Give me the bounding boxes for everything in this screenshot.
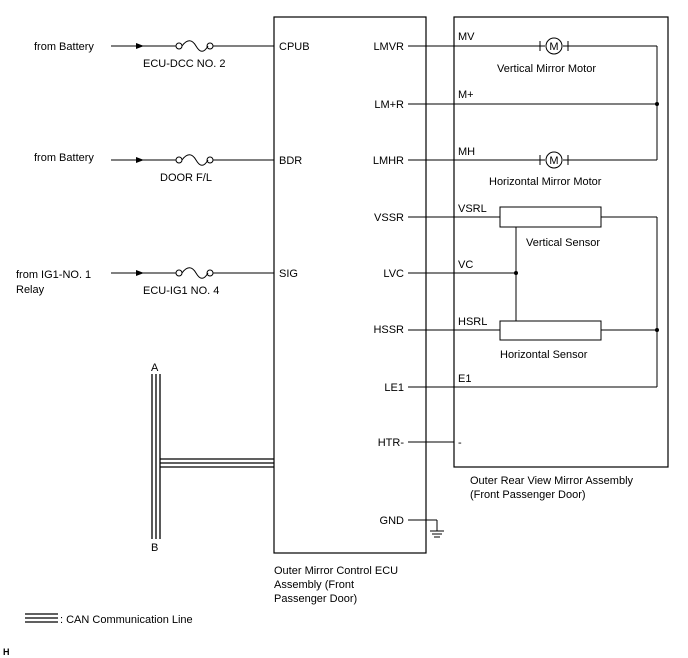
fuse-label: DOOR F/L <box>160 172 212 184</box>
fuse-symbol <box>175 267 214 279</box>
ig1-input: from IG1-NO. 1 Relay ECU-IG1 NO. 4 <box>16 267 274 297</box>
vertical-motor-icon: M <box>539 37 569 55</box>
pin-gnd: GND <box>380 515 405 527</box>
mirror-label-2: (Front Passenger Door) <box>470 489 586 501</box>
pin-le1: LE1 <box>384 382 404 394</box>
pin-lmhr: LMHR <box>373 155 404 167</box>
horizontal-motor-icon: M <box>539 151 569 169</box>
ecu-label-2: Assembly (Front <box>274 579 354 591</box>
source-label-2: Relay <box>16 284 45 296</box>
fuse-symbol <box>175 40 214 52</box>
ecu-box: CPUB BDR SIG LMVR LM+R LMHR VSSR LVC HSS… <box>273 16 427 605</box>
motor-symbol: M <box>549 155 558 167</box>
wire-mv: MV <box>458 31 475 43</box>
horizontal-sensor-resistor <box>499 320 602 341</box>
fuse-symbol <box>175 154 214 166</box>
wire-vsrl: VSRL <box>458 203 487 215</box>
pin-vssr: VSSR <box>374 212 404 224</box>
source-label: from Battery <box>34 152 94 164</box>
can-label-a: A <box>151 362 159 374</box>
pin-lvc: LVC <box>383 268 404 280</box>
mirror-assembly: MV M+ MH VSRL VC HSRL E1 - M Vertical Mi… <box>453 16 669 501</box>
ground-icon <box>430 530 444 538</box>
can-bus: A B <box>151 362 274 554</box>
vsensor-label: Vertical Sensor <box>526 237 600 249</box>
fuse-label: ECU-IG1 NO. 4 <box>143 285 219 297</box>
wire-mh: MH <box>458 146 475 158</box>
mirror-label-1: Outer Rear View Mirror Assembly <box>470 475 634 487</box>
pin-cpub: CPUB <box>279 41 310 53</box>
wire-e1: E1 <box>458 373 471 385</box>
motor-symbol: M <box>549 41 558 53</box>
ecu-mirror-wires <box>408 45 659 538</box>
fuse-label: ECU-DCC NO. 2 <box>143 58 226 70</box>
battery-input-2: from Battery DOOR F/L <box>34 152 274 184</box>
pin-lmr: LM+R <box>374 99 404 111</box>
pin-htr: HTR- <box>378 437 405 449</box>
hmotor-label: Horizontal Mirror Motor <box>489 176 602 188</box>
source-label: from IG1-NO. 1 <box>16 269 91 281</box>
can-legend: : CAN Communication Line <box>25 613 193 626</box>
wire-hsrl: HSRL <box>458 316 487 328</box>
wire-mp: M+ <box>458 89 474 101</box>
ecu-label-3: Passenger Door) <box>274 593 357 605</box>
corner-mark: H <box>3 647 10 657</box>
hsensor-label: Horizontal Sensor <box>500 349 588 361</box>
source-label: from Battery <box>34 41 94 53</box>
legend-label: : CAN Communication Line <box>60 614 193 626</box>
pin-bdr: BDR <box>279 155 302 167</box>
wire-dash: - <box>458 437 462 449</box>
wire-vc: VC <box>458 259 473 271</box>
can-label-b: B <box>151 542 158 554</box>
vertical-sensor-resistor <box>499 206 602 228</box>
battery-input-1: from Battery ECU-DCC NO. 2 <box>34 40 274 70</box>
pin-hssr: HSSR <box>373 324 404 336</box>
pin-lmvr: LMVR <box>373 41 404 53</box>
pin-sig: SIG <box>279 268 298 280</box>
vmotor-label: Vertical Mirror Motor <box>497 63 596 75</box>
ecu-label-1: Outer Mirror Control ECU <box>274 565 398 577</box>
